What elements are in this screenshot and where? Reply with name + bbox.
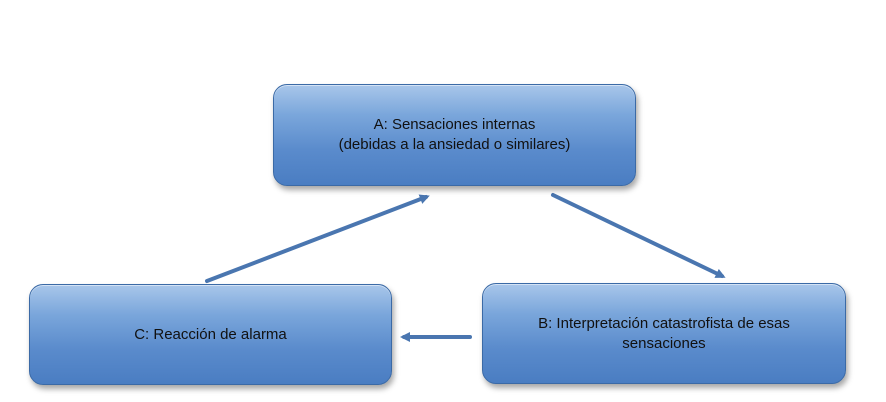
arrow-a-to-b	[551, 193, 726, 278]
node-c-reaccion-de-alarma: C: Reacción de alarma	[29, 284, 392, 385]
node-b-line2: sensaciones	[622, 334, 706, 352]
arrow-c-to-a	[205, 194, 430, 283]
node-c-line1: C: Reacción de alarma	[134, 325, 287, 343]
node-b-interpretacion-catastrofista: B: Interpretación catastrofista de esas …	[482, 283, 846, 384]
node-a-line1: A: Sensaciones internas	[373, 116, 536, 133]
node-b-line1: B: Interpretación catastrofista de esas	[538, 314, 790, 332]
node-a-line2: (debidas a la ansiedad o similares)	[338, 136, 571, 153]
node-a-sensaciones-internas: A: Sensaciones internas (debidas a la an…	[273, 84, 636, 186]
